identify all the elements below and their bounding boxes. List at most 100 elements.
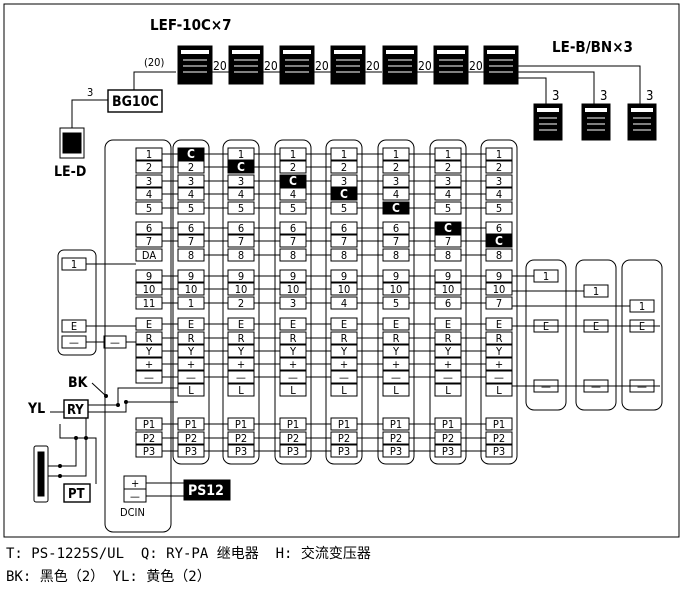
c-terminal-label: C [289, 174, 297, 188]
leb-terminal-panel: 1E— [575, 259, 617, 411]
lef-terminal-label: — [494, 371, 504, 384]
leb-terminal-panel: 1E— [525, 259, 567, 411]
le-d-monitor-icon [59, 127, 85, 159]
lef-terminal-label: Y [187, 345, 195, 358]
leb-title: LE-B/BN×3 [552, 38, 633, 56]
lef-terminal-label: P1 [185, 418, 197, 431]
bus-count-20: 20 [213, 59, 227, 73]
lef-terminal-label: 9 [188, 270, 194, 283]
lef-terminal-label: 1 [290, 148, 296, 161]
leb-term-1: 1 [639, 300, 645, 313]
bus-count-20: 20 [315, 59, 329, 73]
bus-count-20: 20 [366, 59, 380, 73]
bg10c-p-label: P3 [143, 445, 155, 458]
lef-terminal-label: 2 [445, 161, 451, 174]
leb-term-1: 1 [593, 285, 599, 298]
ry-wire-1 [88, 387, 178, 406]
lef-unit-icon [382, 45, 418, 85]
lef-terminal-label: Y [237, 345, 245, 358]
yl-wire-2 [59, 424, 97, 484]
lef-terminal-label: 2 [238, 297, 244, 310]
leb-bus-wire [518, 77, 547, 104]
c-terminal-label: C [495, 234, 503, 248]
lef-terminal-label: P1 [235, 418, 247, 431]
note-line-2: BK: 黑色（2） YL: 黄色（2） [6, 569, 211, 585]
leb-terminal-panel: 1E— [621, 259, 663, 411]
lef-terminal-label: 8 [290, 249, 296, 262]
lef-terminal-label: P2 [338, 432, 350, 445]
lef-terminal-label: 1 [496, 148, 502, 161]
c-terminal-label: C [340, 187, 348, 201]
lef-terminal-label: 3 [341, 175, 347, 188]
lef-terminal-label: 3 [496, 175, 502, 188]
lef-terminal-label: 1 [445, 148, 451, 161]
lef-terminal-label: 5 [393, 297, 399, 310]
lef-terminal-label: 8 [496, 249, 502, 262]
ps12-box [183, 479, 231, 501]
leb-term-1: 1 [543, 270, 549, 283]
lef-terminal-label: — [236, 371, 246, 384]
bg10c-terminal-label: 5 [146, 202, 152, 215]
lef-terminal-label: 6 [290, 222, 296, 235]
lef-terminal-label: P1 [442, 418, 454, 431]
lef-terminal-label: P2 [442, 432, 454, 445]
lef-terminal-label: P3 [442, 445, 454, 458]
lef-terminal-label: — [391, 371, 401, 384]
lef-title: LEF-10C×7 [150, 16, 232, 34]
lef-terminal-label: 9 [290, 270, 296, 283]
le-d-panel [57, 249, 97, 356]
lef-terminal-label: P1 [493, 418, 505, 431]
lef-terminal-label: 6 [445, 297, 451, 310]
lef-terminal-label: R [445, 332, 452, 345]
bus-count-label: (20) [144, 56, 164, 69]
lef-terminal-label: E [341, 318, 347, 331]
lef-terminal-label: 2 [290, 161, 296, 174]
lef-terminal-label: 2 [341, 161, 347, 174]
leb-wire-count: 3 [552, 89, 559, 104]
lef-terminal-label: 10 [287, 283, 300, 296]
lef-terminal-label: R [238, 332, 245, 345]
lef-terminal-label: P2 [185, 432, 197, 445]
minus-terminal: — [110, 336, 120, 349]
lef-terminal-label: 4 [445, 188, 451, 201]
leb-unit-icon [581, 103, 611, 141]
lef-terminal-label: — [339, 371, 349, 384]
bg10c-terminal-label: 1 [146, 148, 152, 161]
lef-terminal-label: 9 [238, 270, 244, 283]
leb-wire-count: 3 [646, 89, 653, 104]
bg10c-terminal-label: 7 [146, 235, 152, 248]
lef-terminal-label: P1 [287, 418, 299, 431]
lef-terminal-label: 10 [493, 283, 506, 296]
leb-unit-icon [627, 103, 657, 141]
bg10c-terminal-label: 6 [146, 222, 152, 235]
bg10c-terminal-label: Y [145, 345, 153, 358]
lef-terminal-label: 1 [238, 148, 244, 161]
lef-terminal-label: 7 [341, 235, 347, 248]
lef-unit-icon [279, 45, 315, 85]
pt-label: PT [68, 487, 85, 502]
lef-terminal-label: 1 [393, 148, 399, 161]
lef-terminal-label: 7 [238, 235, 244, 248]
lef-terminal-label: 2 [393, 161, 399, 174]
lef-terminal-label: 10 [338, 283, 351, 296]
leb-bus-wire [518, 71, 595, 104]
lef-terminal-label: 5 [290, 202, 296, 215]
lef-terminal-label: 3 [393, 175, 399, 188]
lef-unit-icon [483, 45, 519, 85]
bg10c-terminal-label: E [146, 318, 152, 331]
lef-terminal-label: 3 [290, 297, 296, 310]
door-strike-icon [33, 445, 49, 503]
lef-terminal-label: E [238, 318, 244, 331]
lef-terminal-label: + [187, 358, 195, 371]
lef-terminal-label: L [445, 384, 451, 397]
lef-terminal-label: E [496, 318, 502, 331]
lef-terminal-label: 1 [188, 297, 194, 310]
lef-terminal-label: R [496, 332, 503, 345]
lef-terminal-label: 3 [238, 175, 244, 188]
c-terminal-label: C [392, 201, 400, 215]
bg10c-terminal [135, 248, 163, 262]
lef-terminal-label: 4 [290, 188, 296, 201]
lef-terminal-label: 7 [393, 235, 399, 248]
